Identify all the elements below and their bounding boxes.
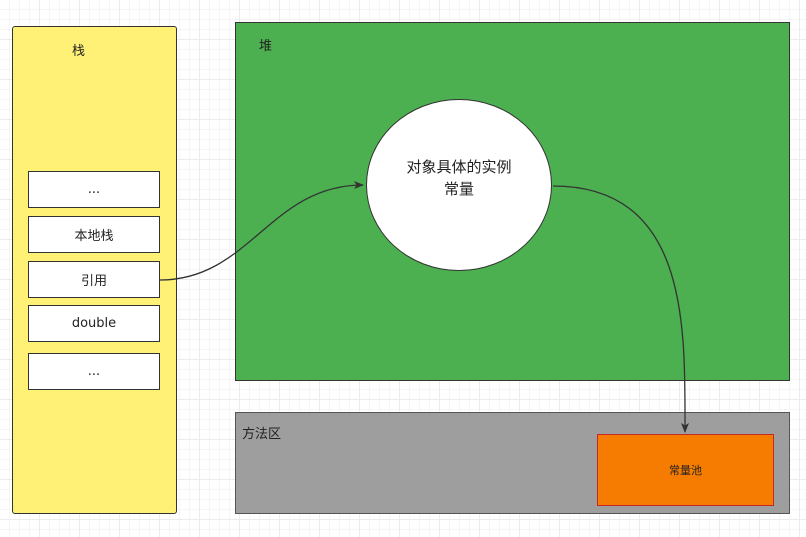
- object-constant-label: 常量: [443, 180, 474, 198]
- stack-frame-reference: 引用: [28, 261, 160, 298]
- stack-frame-ellipsis-bottom: ...: [28, 353, 160, 390]
- object-instance-node: 对象具体的实例 常量: [366, 99, 552, 271]
- stack-frame-native: 本地栈: [28, 216, 160, 253]
- constant-pool-box: 常量池: [597, 434, 774, 506]
- method-area-title: 方法区: [242, 427, 282, 442]
- object-instance-label: 对象具体的实例: [406, 158, 512, 176]
- stack-frame-double: double: [28, 305, 160, 342]
- stack-frame-ellipsis-top: ...: [28, 171, 160, 208]
- constant-pool-label: 常量池: [669, 464, 702, 477]
- stack-title: 栈: [72, 44, 86, 59]
- heap-title: 堆: [259, 39, 273, 54]
